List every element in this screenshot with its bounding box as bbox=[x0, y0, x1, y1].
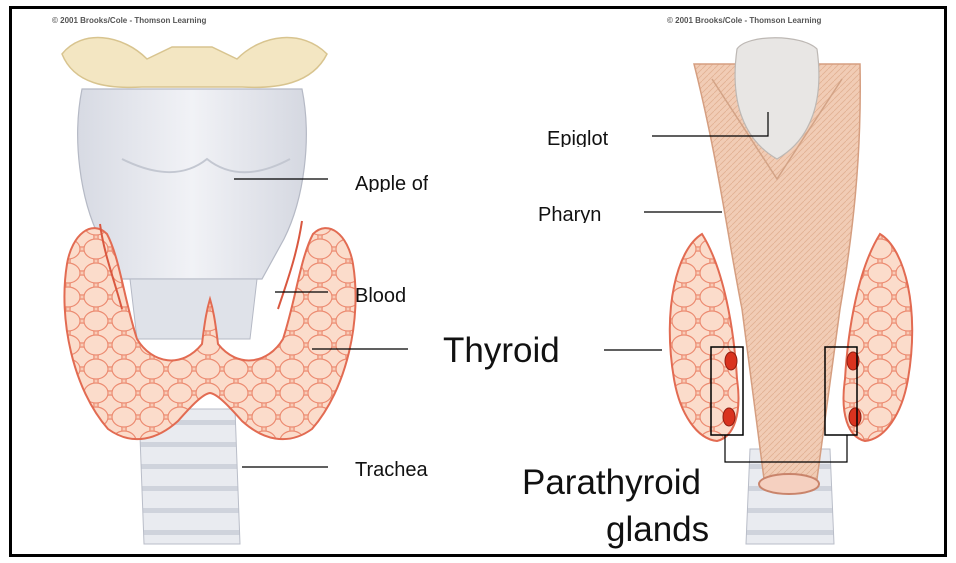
label-blood: Blood bbox=[355, 284, 406, 304]
parathyroid-gland-4 bbox=[849, 408, 861, 426]
copyright-left: © 2001 Brooks/Cole - Thomson Learning bbox=[52, 16, 206, 25]
parathyroid-gland-2 bbox=[723, 408, 735, 426]
anatomy-illustration bbox=[12, 9, 944, 554]
posterior-view-illustration bbox=[670, 38, 912, 544]
label-trachea: Trachea bbox=[355, 458, 428, 478]
hyoid-bone-shape bbox=[62, 38, 327, 88]
copyright-right: © 2001 Brooks/Cole - Thomson Learning bbox=[667, 16, 821, 25]
label-thyroid: Thyroid bbox=[443, 331, 560, 371]
diagram-frame: © 2001 Brooks/Cole - Thomson Learning © … bbox=[9, 6, 947, 557]
label-glands: glands bbox=[606, 510, 709, 550]
label-pharyn: Pharyn bbox=[538, 203, 601, 223]
label-parathyroid: Parathyroid bbox=[522, 463, 701, 503]
label-epiglot: Epiglot bbox=[547, 127, 608, 147]
front-view-illustration bbox=[62, 38, 356, 544]
parathyroid-gland-1 bbox=[725, 352, 737, 370]
label-apple-of: Apple of bbox=[355, 172, 428, 192]
